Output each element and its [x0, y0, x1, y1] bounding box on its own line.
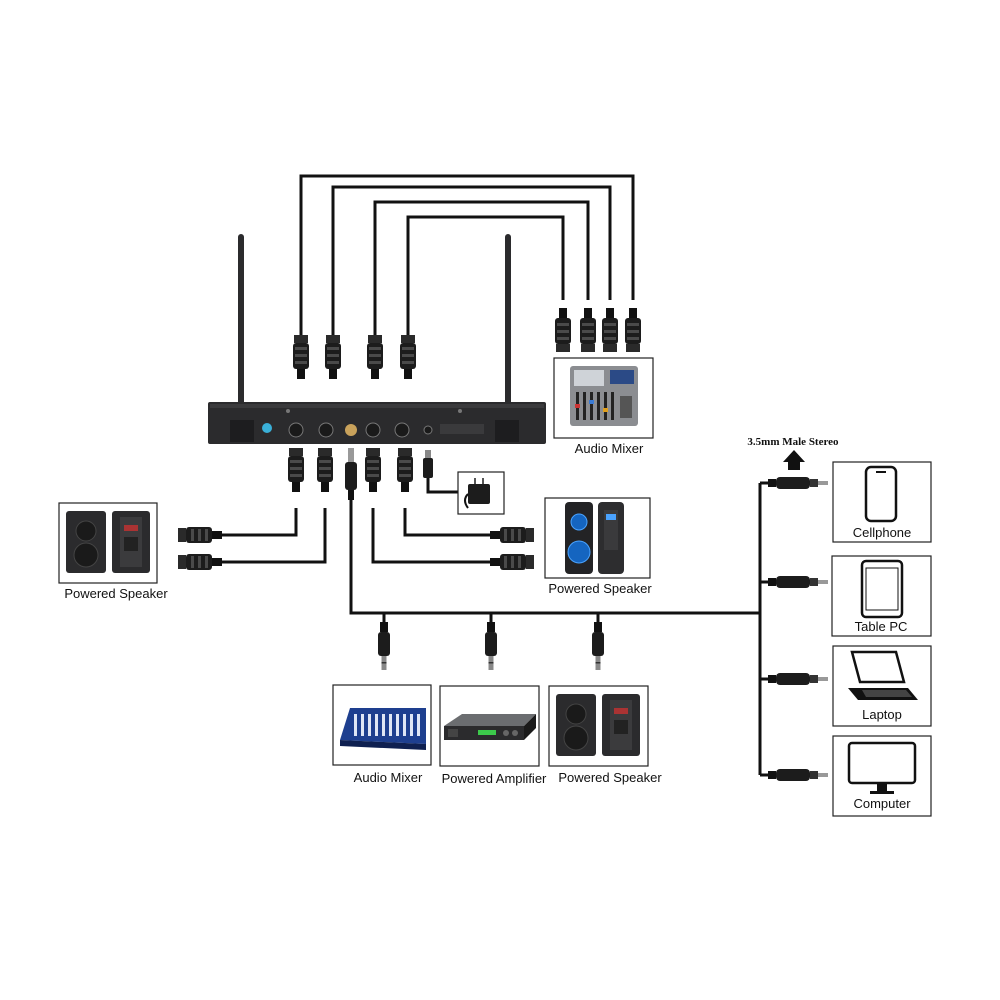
smartphone-icon [864, 465, 898, 523]
trs-jack-icon [345, 448, 357, 500]
xlr-connector-icon [400, 335, 416, 379]
xlr-connector-icon [625, 308, 641, 352]
arrow-up-icon [783, 450, 805, 470]
audio-mixer-bottom: Audio Mixer [332, 684, 432, 785]
powered-speaker-bottom-label: Powered Speaker [558, 770, 662, 785]
xlr-connector-icon [367, 335, 383, 379]
laptop-label: Laptop [862, 707, 902, 722]
laptop: Laptop [832, 645, 932, 727]
xlr-connector-icon [397, 448, 413, 492]
xlr-connectors-mixer [555, 308, 641, 352]
xlr-connector-icon [580, 308, 596, 352]
stereo-indicator: 3.5mm Male Stereo [747, 436, 839, 470]
powered-amplifier: Powered Amplifier [439, 685, 547, 786]
wireless-receiver-icon [208, 234, 546, 444]
powered-speaker-left-label: Powered Speaker [64, 586, 168, 601]
trs-jack-icon [592, 622, 604, 670]
xlr-connector-icon [178, 554, 222, 570]
powered-speaker-left: Powered Speaker [58, 502, 168, 601]
power-adapter [457, 471, 505, 515]
jacks-down [378, 622, 604, 670]
audio-mixer-top-label: Audio Mixer [575, 441, 644, 456]
mixer-icon [570, 366, 638, 426]
power-adapter-icon [464, 478, 490, 509]
powered-amplifier-label: Powered Amplifier [442, 771, 547, 786]
tablet: Table PC [831, 555, 932, 637]
laptop-icon [848, 650, 918, 700]
trs-jack-icon [768, 769, 828, 781]
party-speaker-icon [565, 502, 624, 574]
xlr-connector-icon [317, 448, 333, 492]
xlr-connector-icon [365, 448, 381, 492]
xlr-connectors-side [178, 527, 534, 570]
stereo-label: 3.5mm Male Stereo [747, 436, 839, 448]
computer-label: Computer [853, 796, 911, 811]
cellphone-label: Cellphone [853, 525, 912, 540]
trs-jack-icon [485, 622, 497, 670]
xlr-connector-icon [602, 308, 618, 352]
xlr-connector-icon [490, 554, 534, 570]
amplifier-icon [444, 714, 536, 740]
tablet-icon [860, 559, 904, 619]
audio-mixer-bottom-label: Audio Mixer [354, 770, 423, 785]
cables [222, 174, 775, 777]
audio-mixer-top: Audio Mixer [553, 357, 654, 456]
xlr-connector-icon [288, 448, 304, 492]
powered-speaker-right-label: Powered Speaker [548, 581, 652, 596]
tablet-label: Table PC [855, 619, 908, 634]
cellphone: Cellphone [832, 461, 932, 543]
dc-plug-icon [423, 450, 433, 478]
xlr-connector-icon [178, 527, 222, 543]
powered-speaker-right: Powered Speaker [544, 497, 652, 596]
trs-jack-icon [378, 622, 390, 670]
powered-speaker-bottom: Powered Speaker [548, 685, 662, 785]
xlr-connector-icon [555, 308, 571, 352]
xlr-connector-icon [490, 527, 534, 543]
xlr-connectors-top [293, 335, 416, 379]
mini-jacks [768, 477, 828, 781]
trs-jack-icon [768, 673, 828, 685]
computer: Computer [832, 735, 932, 817]
xlr-connectors-bottom [288, 448, 433, 500]
trs-jack-icon [768, 477, 828, 489]
mixer-console-icon [340, 708, 426, 750]
xlr-connector-icon [293, 335, 309, 379]
xlr-connector-icon [325, 335, 341, 379]
trs-jack-icon [768, 576, 828, 588]
monitor-icon [847, 741, 917, 794]
